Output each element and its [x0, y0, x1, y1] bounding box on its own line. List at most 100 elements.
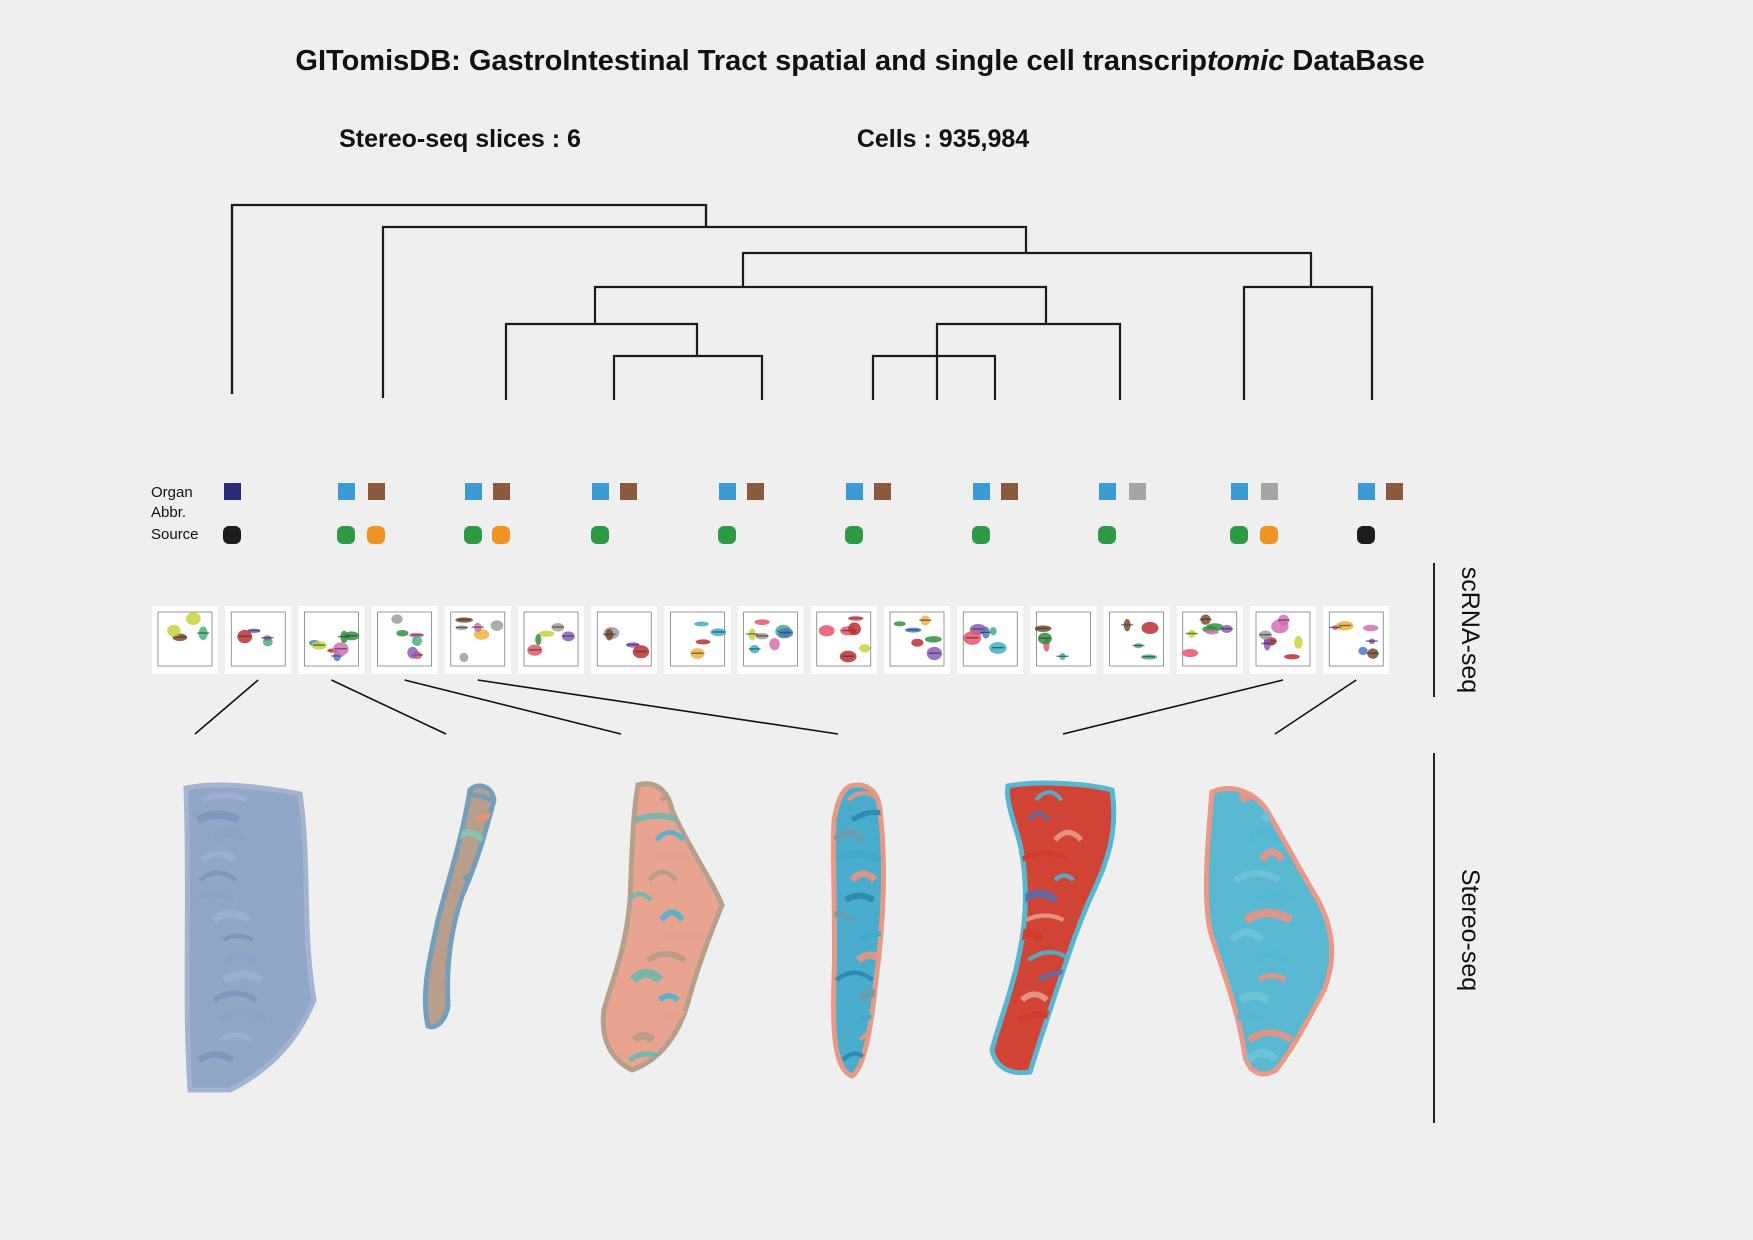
tissue-fold: [467, 888, 494, 904]
link-line: [1274, 679, 1357, 735]
umap-annotation-mark: [626, 643, 639, 646]
umap-cluster: [1141, 621, 1159, 635]
umap-frame: [743, 611, 798, 667]
umap-annotation-mark: [238, 635, 251, 637]
source-badge: [972, 526, 990, 544]
phylogenetic-tree: [230, 203, 1374, 400]
stereo-slice-tissue: [422, 783, 497, 1060]
umap-annotation-mark: [334, 647, 347, 650]
source-badge: [845, 526, 863, 544]
umap-cluster: [185, 612, 201, 625]
tissue-fold: [484, 848, 494, 864]
umap-panel: [810, 606, 877, 674]
umap-cluster: [695, 639, 711, 645]
tissue-fold: [211, 828, 247, 844]
umap-cluster: [754, 619, 770, 626]
stereo-section-label: Stereo-seq: [1456, 869, 1484, 991]
tissue-fold: [1258, 848, 1286, 863]
tissue-fold: [1244, 1048, 1279, 1064]
tissue-fold: [462, 870, 494, 883]
organ-swatch: [1129, 483, 1146, 500]
tissue-fold: [1020, 991, 1049, 1003]
umap-cluster: [1284, 654, 1300, 660]
umap-panel: [152, 606, 218, 674]
tissue-outline: [1203, 786, 1335, 1077]
umap-annotation-mark: [746, 633, 759, 635]
stereo-slice-tissue: [830, 782, 886, 1079]
umap-panel: [371, 606, 438, 674]
tree-node: [1242, 285, 1374, 400]
tree-node: [504, 322, 699, 400]
tissue-fold: [646, 950, 687, 963]
organ-swatch: [592, 483, 609, 500]
stereo-slices: [183, 780, 1335, 1093]
umap-frame: [1036, 611, 1091, 667]
umap-annotation-mark: [1143, 656, 1156, 658]
umap-annotation-mark: [455, 626, 468, 629]
umap-annotation-mark: [603, 633, 616, 636]
umap-annotation-mark: [1366, 652, 1379, 654]
umap-frame: [377, 611, 432, 667]
tissue-fold: [190, 891, 235, 903]
umap-frame: [230, 611, 286, 667]
organ-swatch: [719, 483, 736, 500]
tree-node: [381, 225, 1028, 398]
link-line: [194, 679, 259, 735]
tree-node: [935, 322, 1122, 400]
tissue-fold: [211, 909, 251, 924]
tree-node: [612, 354, 764, 400]
umap-cluster: [893, 621, 906, 627]
umap-cluster: [989, 626, 997, 636]
umap-frame: [596, 611, 652, 667]
source-badge: [367, 526, 385, 544]
tissue-fold: [197, 1051, 234, 1063]
organ-swatch: [1358, 483, 1375, 500]
umap-panel: [737, 606, 804, 674]
umap-cluster: [1205, 629, 1219, 635]
tissue-fold: [1247, 1029, 1294, 1043]
umap-cluster: [1358, 646, 1368, 656]
umap-annotation-mark: [458, 619, 471, 621]
umap-annotation-mark: [748, 648, 761, 650]
umap-frame: [1109, 611, 1164, 667]
umap-cluster: [396, 630, 409, 637]
umap-annotation-mark: [197, 632, 210, 634]
organ-swatch: [493, 483, 510, 500]
umap-frame: [450, 611, 506, 667]
link-line: [477, 679, 839, 735]
umap-annotation-mark: [173, 636, 186, 638]
tissue-fold: [1053, 829, 1084, 842]
tissue-fold: [1233, 869, 1281, 883]
link-line: [1062, 679, 1284, 735]
tissue-fold: [834, 970, 875, 982]
tissue-fold: [474, 1054, 494, 1060]
umap-cluster: [1182, 648, 1199, 658]
tissue-fold: [480, 931, 494, 944]
umap-annotation-mark: [345, 634, 358, 637]
tissue-outline: [830, 782, 886, 1079]
tissue-outline: [422, 783, 497, 1030]
tissue-fold: [659, 791, 698, 802]
stereo-slice-count: Stereo-seq slices : 6: [339, 125, 581, 153]
tissue-fold: [1027, 810, 1050, 822]
organ-swatch: [368, 483, 385, 500]
source-badge: [1260, 526, 1278, 544]
umap-cluster: [407, 646, 418, 659]
tissue-fold: [843, 892, 876, 903]
umap-cluster: [538, 630, 555, 637]
tissue-fold: [479, 1012, 494, 1022]
umap-panel: [1176, 606, 1243, 674]
organ-swatch: [465, 483, 482, 500]
organ-swatch: [1099, 483, 1116, 500]
umap-annotation-mark: [1121, 624, 1134, 626]
link-line: [331, 679, 447, 735]
tissue-fold: [222, 970, 264, 984]
umap-annotation-mark: [1261, 642, 1274, 645]
source-badge: [591, 526, 609, 544]
tissue-fold: [659, 909, 685, 922]
tissue-fold: [212, 990, 258, 1003]
umap-annotation-mark: [1185, 632, 1198, 635]
tissue-fold: [1253, 950, 1289, 963]
source-badge: [1230, 526, 1248, 544]
tissue-fold: [1233, 1010, 1260, 1022]
